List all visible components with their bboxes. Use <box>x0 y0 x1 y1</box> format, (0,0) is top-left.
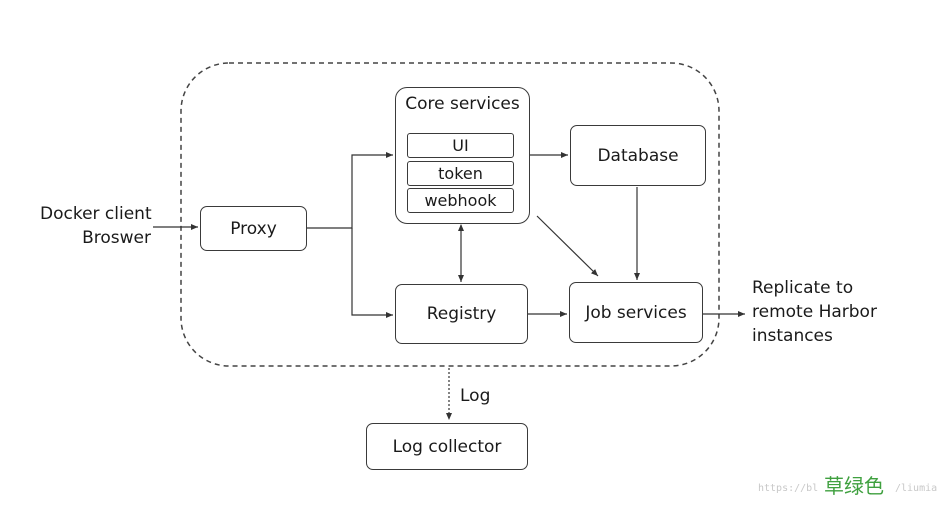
database-box: Database <box>570 125 706 186</box>
watermark-url-right: /liumia <box>895 483 938 494</box>
core-item-token-label: token <box>438 164 483 183</box>
proxy-to-core-arrow <box>306 152 393 229</box>
registry-label: Registry <box>426 304 497 324</box>
core-item-webhook-label: webhook <box>424 191 497 210</box>
core-to-job-arrow <box>536 215 599 277</box>
proxy-box: Proxy <box>200 206 307 251</box>
proxy-label: Proxy <box>230 218 277 239</box>
job-services-label: Job services <box>585 302 687 323</box>
core-item-webhook: webhook <box>407 188 514 213</box>
harbor-boundary <box>180 62 720 367</box>
log-collector-label: Log collector <box>392 436 502 457</box>
replicate-label-line-3: instances <box>752 326 833 346</box>
proxy-to-registry-arrow <box>351 228 393 318</box>
replicate-label-line-2: remote Harbor <box>752 302 877 322</box>
client-label: Docker client Broswer <box>40 202 152 250</box>
log-label: Log <box>460 386 491 406</box>
watermark-url-left: https://bl <box>758 483 819 494</box>
watermark-overlay: 草绿色 <box>824 474 884 498</box>
core-item-token: token <box>407 161 514 186</box>
client-label-line-1: Docker client <box>40 204 152 224</box>
database-label: Database <box>597 145 679 166</box>
core-services-title: Core services <box>405 94 520 114</box>
registry-box: Registry <box>395 284 528 344</box>
job-services-box: Job services <box>569 282 703 343</box>
replicate-label: Replicate to remote Harbor instances <box>752 276 877 348</box>
client-label-line-2: Broswer <box>82 228 151 248</box>
core-item-ui: UI <box>407 133 514 158</box>
log-collector-box: Log collector <box>366 423 528 470</box>
core-item-ui-label: UI <box>452 136 469 155</box>
replicate-label-line-1: Replicate to <box>752 278 854 298</box>
